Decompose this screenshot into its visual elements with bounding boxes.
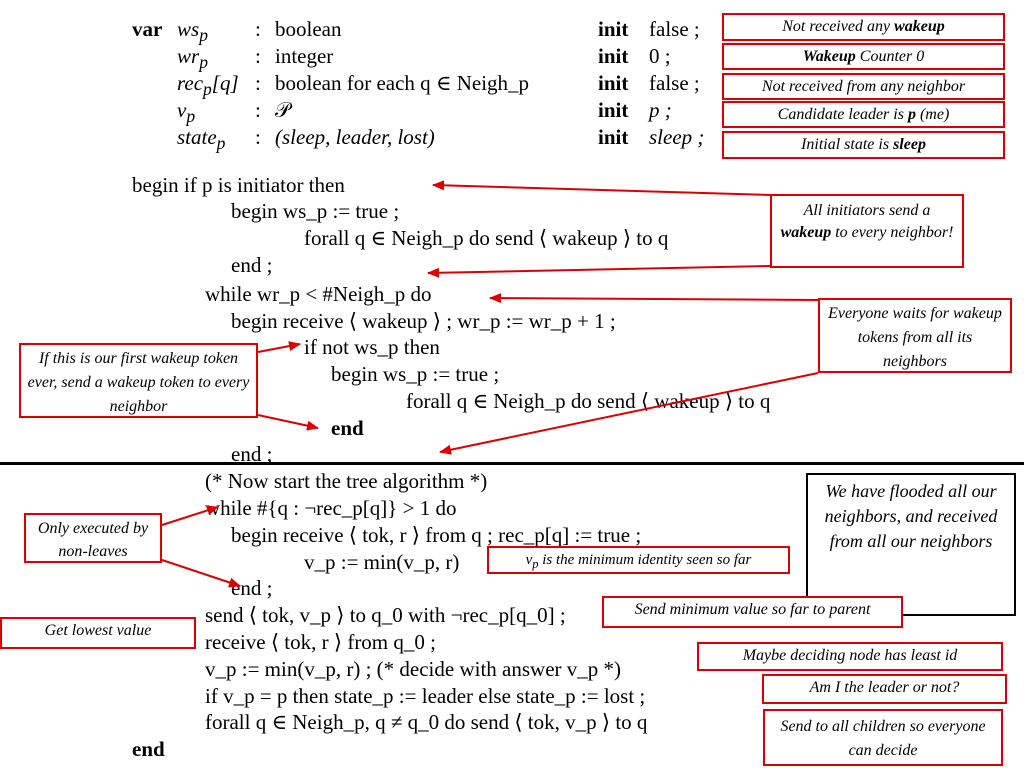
code-line: while wr_p < #Neigh_p do	[205, 282, 432, 306]
code-line: forall q ∈ Neigh_p do send ⟨ wakeup ⟩ to…	[304, 226, 669, 250]
code-line: forall q ∈ Neigh_p, q ≠ q_0 do send ⟨ to…	[205, 710, 648, 734]
arrow	[257, 414, 319, 431]
arrow	[489, 293, 819, 304]
code-line: begin ws_p := true ;	[231, 199, 400, 223]
note-everyone-waits: Everyone waits for wakeup tokens from al…	[818, 298, 1012, 373]
code-line: end ;	[231, 253, 273, 277]
arrow	[432, 180, 771, 196]
decl-type: 𝒫	[275, 98, 291, 122]
decl-var: recp[q]	[177, 71, 239, 100]
decl-init-value: p ;	[649, 98, 672, 122]
decl-var: wsp	[177, 17, 208, 46]
note-flooded-neighbors: We have flooded all our neighbors, and r…	[806, 473, 1016, 616]
code-line: begin ws_p := true ;	[331, 362, 500, 386]
decl-sep: :	[255, 98, 261, 122]
note-minimum-identity: vp is the minimum identity seen so far	[487, 546, 790, 574]
decl-var: vp	[177, 98, 196, 127]
note-deciding-node: Maybe deciding node has least id	[697, 642, 1003, 671]
note-am-i-leader: Am I the leader or not?	[762, 674, 1007, 704]
decl-init-value: 0 ;	[649, 44, 671, 68]
decl-init: init	[598, 98, 629, 122]
note-candidate-leader: Candidate leader is p (me)	[722, 101, 1005, 128]
code-line: v_p := min(v_p, r)	[304, 550, 460, 574]
code-line: end ;	[231, 576, 273, 600]
code-line: if not ws_p then	[304, 335, 440, 359]
code-line: if v_p = p then state_p := leader else s…	[205, 684, 646, 708]
note-initiators-send: All initiators send a wakeup to every ne…	[770, 194, 964, 268]
note-wakeup-counter: Wakeup Counter 0	[722, 43, 1005, 70]
note-initial-state: Initial state is sleep	[722, 131, 1005, 159]
decl-type: (sleep, leader, lost)	[275, 125, 435, 149]
code-line: v_p := min(v_p, r) ; (* decide with answ…	[205, 657, 622, 681]
code-line: send ⟨ tok, v_p ⟩ to q_0 with ¬rec_p[q_0…	[205, 603, 566, 627]
code-line: receive ⟨ tok, r ⟩ from q_0 ;	[205, 630, 436, 654]
code-line: begin receive ⟨ wakeup ⟩ ; wr_p := wr_p …	[231, 309, 616, 333]
decl-sep: :	[255, 44, 261, 68]
arrow	[161, 559, 241, 588]
decl-sep: :	[255, 17, 261, 41]
decl-var: wrp	[177, 44, 208, 73]
code-line: begin receive ⟨ tok, r ⟩ from q ; rec_p[…	[231, 523, 642, 547]
code-line: (* Now start the tree algorithm *)	[205, 469, 488, 493]
code-line: end	[331, 416, 364, 440]
decl-init: init	[598, 125, 629, 149]
decl-type: integer	[275, 44, 334, 68]
note-send-to-children: Send to all children so everyone can dec…	[763, 709, 1003, 766]
note-not-received-neighbor: Not received from any neighbor	[722, 73, 1005, 100]
note-non-leaves: Only executed by non-leaves	[24, 513, 162, 563]
decl-sep: :	[255, 125, 261, 149]
note-send-to-parent: Send minimum value so far to parent	[602, 596, 903, 628]
var-keyword: var	[132, 17, 163, 41]
code-line: forall q ∈ Neigh_p do send ⟨ wakeup ⟩ to…	[406, 389, 771, 413]
code-line: begin if p is initiator then	[132, 173, 345, 197]
note-get-lowest: Get lowest value	[0, 617, 196, 649]
decl-init: init	[598, 44, 629, 68]
decl-init-value: false ;	[649, 17, 700, 41]
code-line: end	[132, 737, 165, 761]
decl-var: statep	[177, 125, 226, 154]
note-first-wakeup: If this is our first wakeup token ever, …	[19, 343, 258, 418]
code-line: while #{q : ¬rec_p[q]} > 1 do	[205, 496, 457, 520]
decl-init: init	[598, 71, 629, 95]
note-not-received-wakeup: Not received any wakeup	[722, 13, 1005, 41]
decl-sep: :	[255, 71, 261, 95]
decl-init: init	[598, 17, 629, 41]
arrow	[427, 265, 771, 278]
decl-init-value: sleep ;	[649, 125, 705, 149]
section-divider	[0, 462, 1024, 465]
decl-type: boolean	[275, 17, 342, 41]
arrow	[257, 341, 301, 353]
decl-init-value: false ;	[649, 71, 700, 95]
decl-type: boolean for each q ∈ Neigh_p	[275, 71, 530, 95]
decl-line: var	[132, 17, 162, 41]
